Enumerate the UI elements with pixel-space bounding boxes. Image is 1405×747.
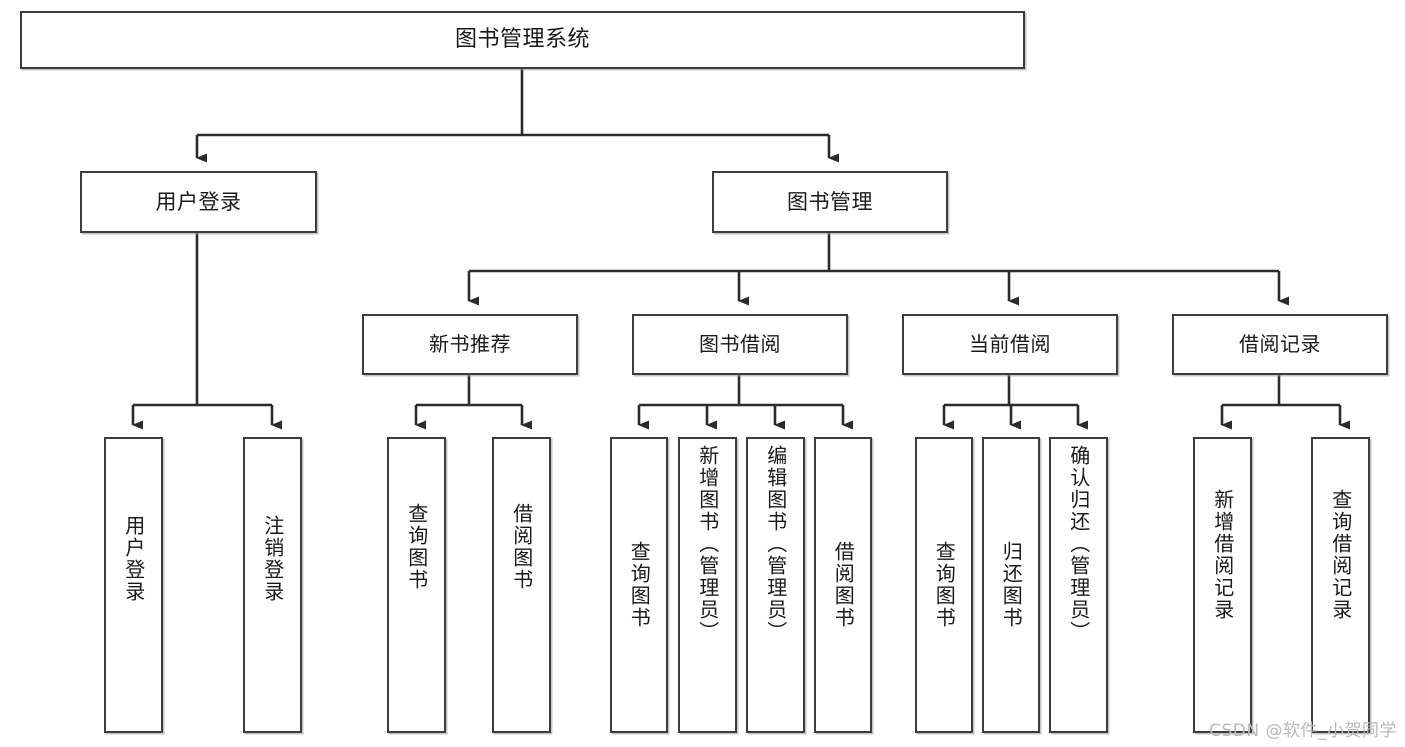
node-label: 借阅图书 (831, 541, 856, 629)
node-book-management[interactable]: 图书管理 (712, 171, 948, 233)
node-label: 查询借阅记录 (1328, 489, 1353, 621)
node-label: 查询图书 (627, 541, 652, 629)
node-label: 用户登录 (121, 515, 146, 603)
node-leaf-query-borrow-record[interactable]: 查询借阅记录 (1311, 437, 1370, 733)
node-label: 图书借阅 (699, 332, 781, 356)
csdn-watermark: CSDN @软件_小贺同学 (1209, 721, 1397, 741)
node-label: 确认归还（管理员） (1066, 445, 1091, 643)
node-label: 图书管理 (787, 189, 873, 214)
node-user-login[interactable]: 用户登录 (80, 171, 317, 233)
node-label: 归还图书 (999, 541, 1024, 629)
node-label: 用户登录 (155, 189, 242, 214)
node-leaf-borrow-book[interactable]: 借阅图书 (814, 437, 872, 733)
node-leaf-borrow-book-recommend[interactable]: 借阅图书 (492, 437, 551, 733)
node-leaf-logout[interactable]: 注销登录 (243, 437, 302, 733)
node-label: 编辑图书（管理员） (763, 445, 788, 643)
node-leaf-query-book-borrow[interactable]: 查询图书 (610, 437, 668, 733)
node-leaf-user-login[interactable]: 用户登录 (104, 437, 163, 733)
node-label: 查询图书 (404, 503, 429, 591)
node-label: 借阅图书 (509, 503, 534, 591)
node-leaf-confirm-return-admin[interactable]: 确认归还（管理员） (1049, 437, 1108, 733)
node-new-book-recommend[interactable]: 新书推荐 (362, 314, 578, 375)
node-current-borrow[interactable]: 当前借阅 (902, 314, 1118, 375)
node-book-borrow[interactable]: 图书借阅 (632, 314, 848, 375)
node-root-system[interactable]: 图书管理系统 (20, 11, 1025, 69)
node-label: 当前借阅 (969, 332, 1051, 356)
node-leaf-edit-book-admin[interactable]: 编辑图书（管理员） (746, 437, 805, 733)
node-label: 注销登录 (260, 515, 285, 603)
node-leaf-query-book-recommend[interactable]: 查询图书 (387, 437, 446, 733)
node-label: 图书管理系统 (454, 27, 590, 53)
node-leaf-query-book-current[interactable]: 查询图书 (915, 437, 973, 733)
node-label: 查询图书 (932, 541, 957, 629)
node-leaf-add-book-admin[interactable]: 新增图书（管理员） (678, 437, 737, 733)
node-label: 新增图书（管理员） (695, 445, 720, 643)
node-borrow-record[interactable]: 借阅记录 (1172, 314, 1388, 375)
node-label: 新书推荐 (429, 332, 511, 356)
node-label: 借阅记录 (1239, 332, 1321, 356)
node-leaf-return-book[interactable]: 归还图书 (982, 437, 1040, 733)
node-label: 新增借阅记录 (1210, 489, 1235, 621)
node-leaf-add-borrow-record[interactable]: 新增借阅记录 (1193, 437, 1252, 733)
